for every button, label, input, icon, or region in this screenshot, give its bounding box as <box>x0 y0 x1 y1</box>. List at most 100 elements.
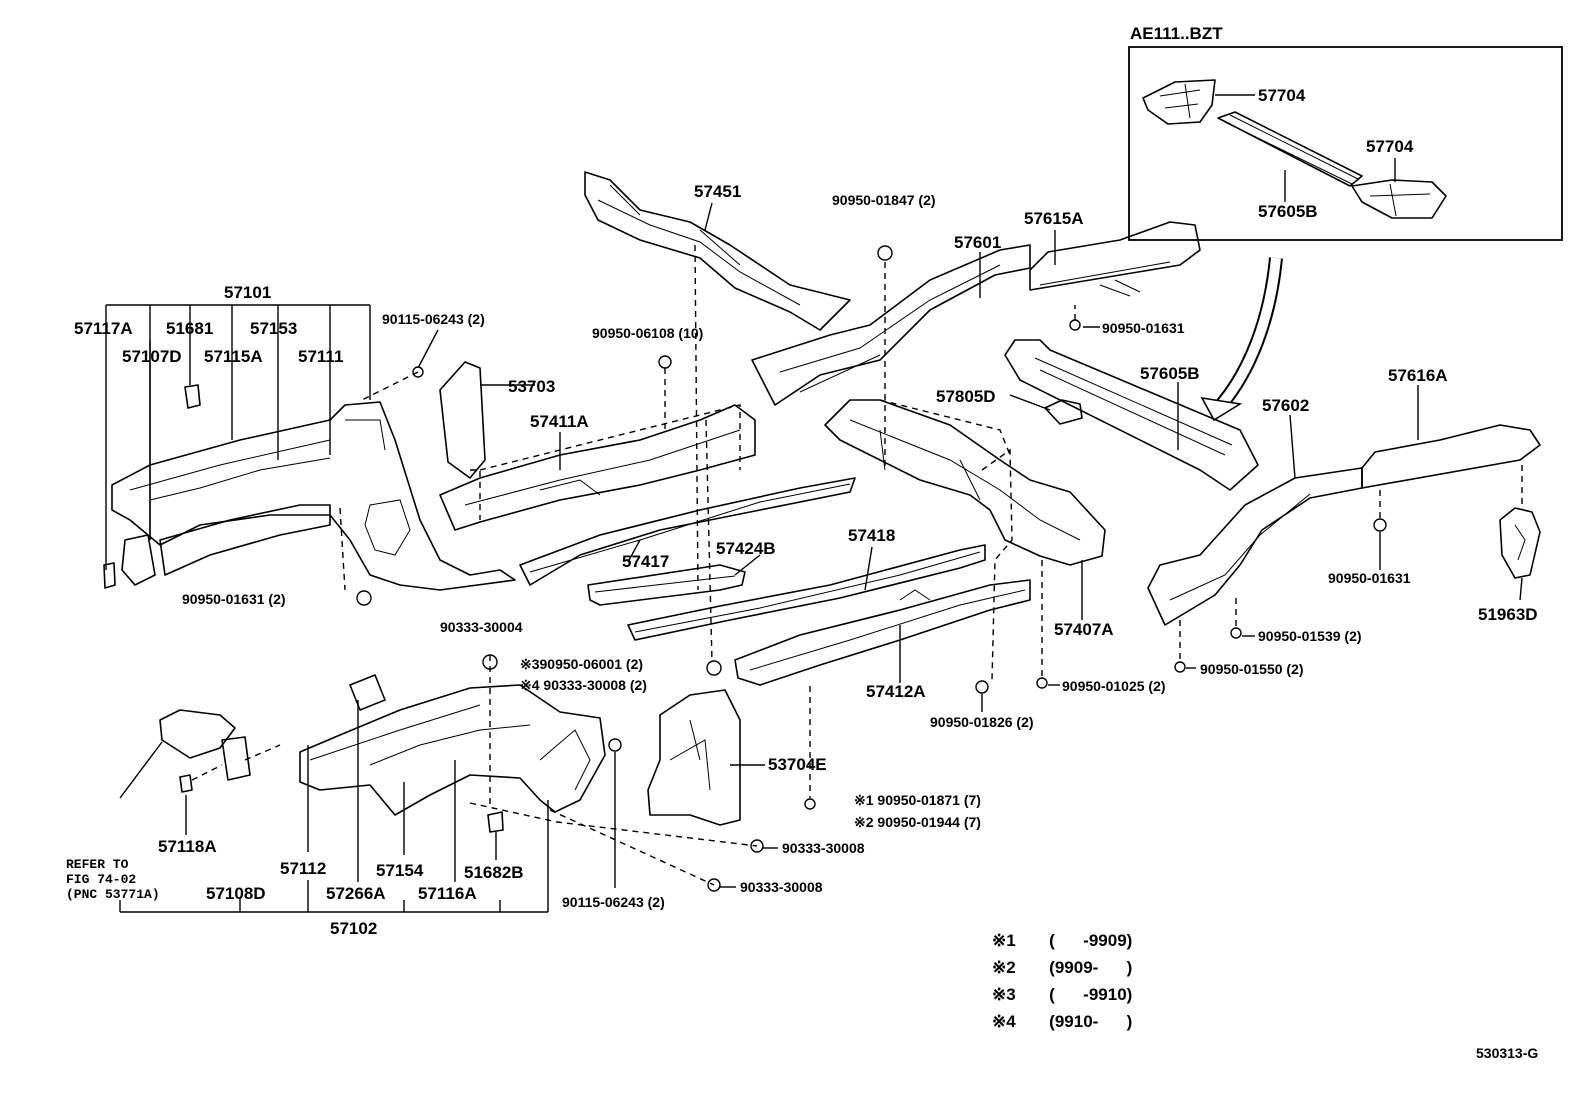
label-90950-06108: 90950-06108 (10) <box>592 325 704 341</box>
fastener-90950-01631-a <box>1069 319 1081 331</box>
fastener-90950-01550 <box>1174 661 1186 673</box>
fastener-90950-01025 <box>1036 677 1048 689</box>
note-range: ( -9910) <box>1049 985 1133 1004</box>
fastener-90950-01539 <box>1230 627 1242 639</box>
note-row: ※4 (9910- ) <box>992 1013 1132 1030</box>
part-57805d <box>1044 399 1083 425</box>
part-57615a <box>1029 221 1201 297</box>
part-57616a <box>1361 424 1541 489</box>
label-90950-01631-c: 90950-01631 <box>1328 570 1411 586</box>
fastener-90950-01871 <box>804 798 816 810</box>
label-57153: 57153 <box>250 319 298 338</box>
label-90950-01631-a: 90950-01631 <box>1102 320 1185 336</box>
label-fig-74-02: FIG 74-02 <box>66 872 137 887</box>
label-57111: 57111 <box>298 347 344 366</box>
label-57605b: 57605B <box>1140 364 1200 383</box>
note-range: ( -9909) <box>1049 931 1133 950</box>
note-mark: ※4 <box>992 1012 1016 1031</box>
note-mark: ※1 <box>992 931 1016 950</box>
label-pnc: (PNC 53771A) <box>66 887 160 902</box>
label-90333-30008-c: 90333-30008 <box>740 879 823 895</box>
leader-lines <box>105 202 1523 913</box>
label-57615a: 57615A <box>1024 209 1084 228</box>
note-range: (9909- ) <box>1049 958 1133 977</box>
label-refer-to: REFER TO <box>66 857 129 872</box>
part-57602 <box>1147 467 1363 626</box>
label-90950-01631-b: 90950-01631 (2) <box>182 591 286 607</box>
part-57605b <box>1004 339 1259 491</box>
fastener-90950-06108 <box>658 355 672 369</box>
label-57601: 57601 <box>954 233 1002 252</box>
label-90950-06001: ※390950-06001 (2) <box>520 656 644 672</box>
label-51681: 51681 <box>166 319 214 338</box>
inset-part-57704-left <box>1142 79 1216 125</box>
label-57602: 57602 <box>1262 396 1310 415</box>
label-57451: 57451 <box>694 182 742 201</box>
label-90115-06243-b: 90115-06243 (2) <box>562 894 665 910</box>
label-57704-b: 57704 <box>1366 137 1414 156</box>
label-90950-01847: 90950-01847 (2) <box>832 192 936 208</box>
label-53703: 53703 <box>508 377 556 396</box>
part-57101 <box>111 401 516 591</box>
label-57266a: 57266A <box>326 884 386 903</box>
label-51682b: 51682B <box>464 863 524 882</box>
label-57424b: 57424B <box>716 539 776 558</box>
notes-legend: ※1 ( -9909) ※2 (9909- ) ※3 ( -9910) ※4 (… <box>992 932 1132 1030</box>
label-57616a: 57616A <box>1388 366 1448 385</box>
label-57116a: 57116A <box>418 884 477 903</box>
label-57101: 57101 <box>224 283 272 302</box>
note-row: ※1 ( -9909) <box>992 932 1132 949</box>
part-57117a <box>103 562 116 589</box>
label-57117a: 57117A <box>74 319 133 338</box>
label-57102: 57102 <box>330 919 378 938</box>
note-mark: ※2 <box>992 958 1016 977</box>
label-57108d: 57108D <box>206 884 266 903</box>
label-57418: 57418 <box>848 526 896 545</box>
label-90333-30008-b: 90333-30008 <box>782 840 865 856</box>
part-57108d <box>221 736 251 781</box>
label-90950-01539: 90950-01539 (2) <box>1258 628 1362 644</box>
label-53704e: 53704E <box>768 755 827 774</box>
label-90950-01550: 90950-01550 (2) <box>1200 661 1304 677</box>
part-51682b <box>487 811 504 833</box>
part-57417 <box>519 477 856 586</box>
label-90950-01826: 90950-01826 (2) <box>930 714 1034 730</box>
part-57118a <box>179 774 193 793</box>
note-mark: ※3 <box>992 985 1016 1004</box>
note-row: ※2 (9909- ) <box>992 959 1132 976</box>
inset-box <box>1128 46 1563 241</box>
fastener-90115-06243-b <box>608 738 622 752</box>
label-57704-a: 57704 <box>1258 86 1306 105</box>
inset-part-57704-right <box>1351 179 1447 219</box>
note-range: (9910- ) <box>1049 1012 1133 1031</box>
label-57605b-inset: 57605B <box>1258 202 1318 221</box>
label-57154: 57154 <box>376 861 424 880</box>
label-57112: 57112 <box>280 859 327 878</box>
part-57412a <box>734 579 1031 686</box>
part-57407a <box>824 399 1106 566</box>
part-51963d <box>1499 507 1541 579</box>
part-53703 <box>439 361 486 479</box>
label-90950-01944: ※2 90950-01944 (7) <box>854 814 981 830</box>
part-57601 <box>751 244 1031 406</box>
part-53704e <box>647 689 741 826</box>
fastener-90950-01826 <box>975 680 989 694</box>
part-refer-bracket <box>159 709 236 759</box>
dashed-lines <box>191 244 1523 886</box>
label-90115-06243-a: 90115-06243 (2) <box>382 311 485 327</box>
note-row: ※3 ( -9910) <box>992 986 1132 1003</box>
part-57451 <box>584 171 851 331</box>
inset-part-57605b <box>1217 111 1363 187</box>
label-57412a: 57412A <box>866 682 926 701</box>
label-57107d: 57107D <box>122 347 182 366</box>
label-57417: 57417 <box>622 552 670 571</box>
label-57115a: 57115A <box>204 347 263 366</box>
part-57411a <box>439 404 756 531</box>
label-90333-30008-a: ※4 90333-30008 (2) <box>520 677 647 693</box>
fastener-90950-06001 <box>706 660 722 676</box>
part-57107d <box>121 534 156 586</box>
fastener-90950-01631-b <box>356 590 372 606</box>
label-57407a: 57407A <box>1054 620 1114 639</box>
